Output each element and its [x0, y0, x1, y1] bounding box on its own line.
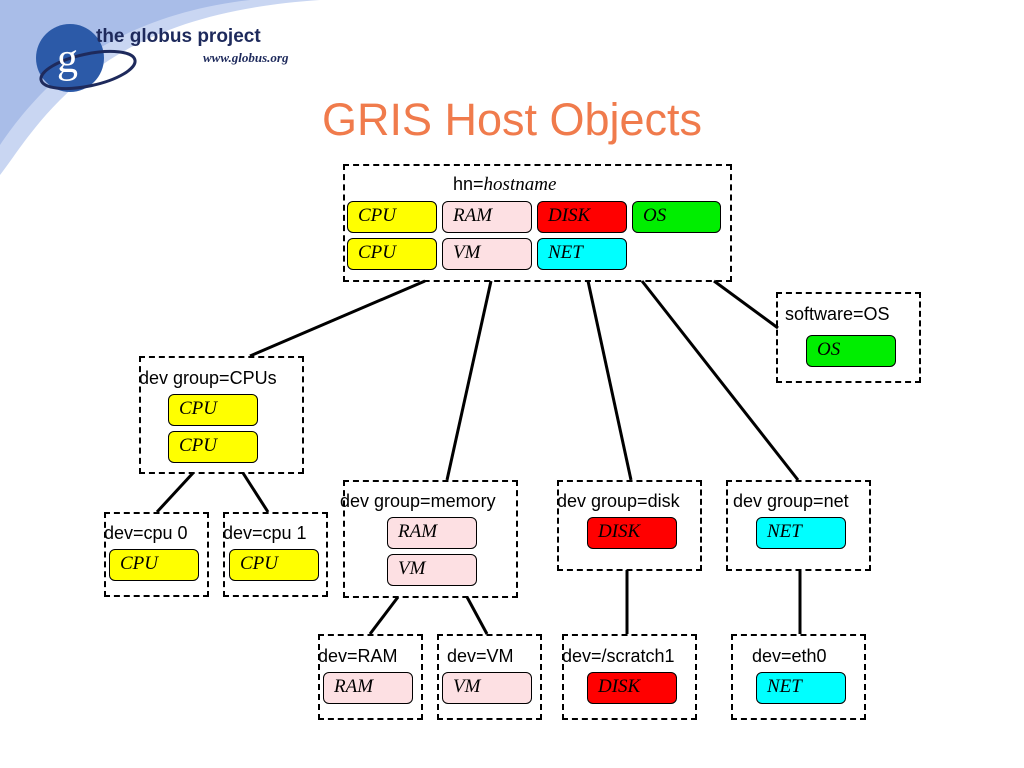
- page-title: GRIS Host Objects: [321, 94, 703, 145]
- dev-vm-label: dev=VM: [447, 646, 514, 666]
- dev-group-cpus-chip-2: CPU: [168, 431, 258, 463]
- dev-cpu0-label: dev=cpu 0: [104, 523, 188, 543]
- globus-logo: g: [36, 24, 137, 92]
- host-chip-net: NET: [537, 238, 627, 270]
- dev-group-disk-box: [557, 480, 702, 571]
- host-label-prefix: hn=: [453, 174, 484, 194]
- dev-group-net-chip: NET: [756, 517, 846, 549]
- dev-ram-box: [318, 634, 423, 720]
- dev-group-cpus-chip-1: CPU: [168, 394, 258, 426]
- dev-cpu0-chip: CPU: [109, 549, 199, 581]
- dev-group-net-label: dev group=net: [733, 491, 849, 511]
- dev-eth0-box: [731, 634, 866, 720]
- dev-scratch1-label: dev=/scratch1: [562, 646, 675, 666]
- dev-eth0-chip: NET: [756, 672, 846, 704]
- dev-group-memory-chip-vm: VM: [387, 554, 477, 586]
- dev-ram-chip: RAM: [323, 672, 413, 704]
- host-label: hn=hostname: [453, 174, 556, 196]
- logo-url: www.globus.org: [203, 50, 289, 65]
- dev-scratch1-chip: DISK: [587, 672, 677, 704]
- connector-lines: [155, 279, 802, 635]
- host-label-value: hostname: [483, 174, 557, 195]
- software-os-chip: OS: [806, 335, 896, 367]
- dev-eth0-label: dev=eth0: [752, 646, 827, 666]
- dev-cpu1-chip: CPU: [229, 549, 319, 581]
- dev-cpu0-box: [104, 512, 209, 597]
- dev-group-memory-box: [343, 480, 518, 598]
- dev-group-memory-label: dev group=memory: [340, 491, 496, 511]
- software-os-box: [776, 292, 921, 383]
- host-chip-os: OS: [632, 201, 721, 233]
- dev-group-memory-chip-ram: RAM: [387, 517, 477, 549]
- dev-cpu1-box: [223, 512, 328, 597]
- logo-text: the globus project: [96, 26, 261, 47]
- dev-group-cpus-label: dev group=CPUs: [139, 368, 277, 388]
- host-chip-disk: DISK: [537, 201, 627, 233]
- svg-text:g: g: [57, 36, 78, 82]
- host-chip-vm: VM: [442, 238, 532, 270]
- dev-scratch1-box: [562, 634, 697, 720]
- dev-group-cpus-box: [139, 356, 304, 474]
- dev-cpu1-label: dev=cpu 1: [223, 523, 307, 543]
- host-chip-ram: RAM: [442, 201, 532, 233]
- dev-group-disk-label: dev group=disk: [557, 491, 680, 511]
- software-os-label: software=OS: [785, 304, 890, 324]
- dev-ram-label: dev=RAM: [318, 646, 398, 666]
- dev-group-net-box: [726, 480, 871, 571]
- host-object-box: [343, 164, 732, 282]
- host-chip-cpu: CPU: [347, 201, 437, 233]
- dev-vm-box: [437, 634, 542, 720]
- host-chip-cpu-2: CPU: [347, 238, 437, 270]
- dev-vm-chip: VM: [442, 672, 532, 704]
- dev-group-disk-chip: DISK: [587, 517, 677, 549]
